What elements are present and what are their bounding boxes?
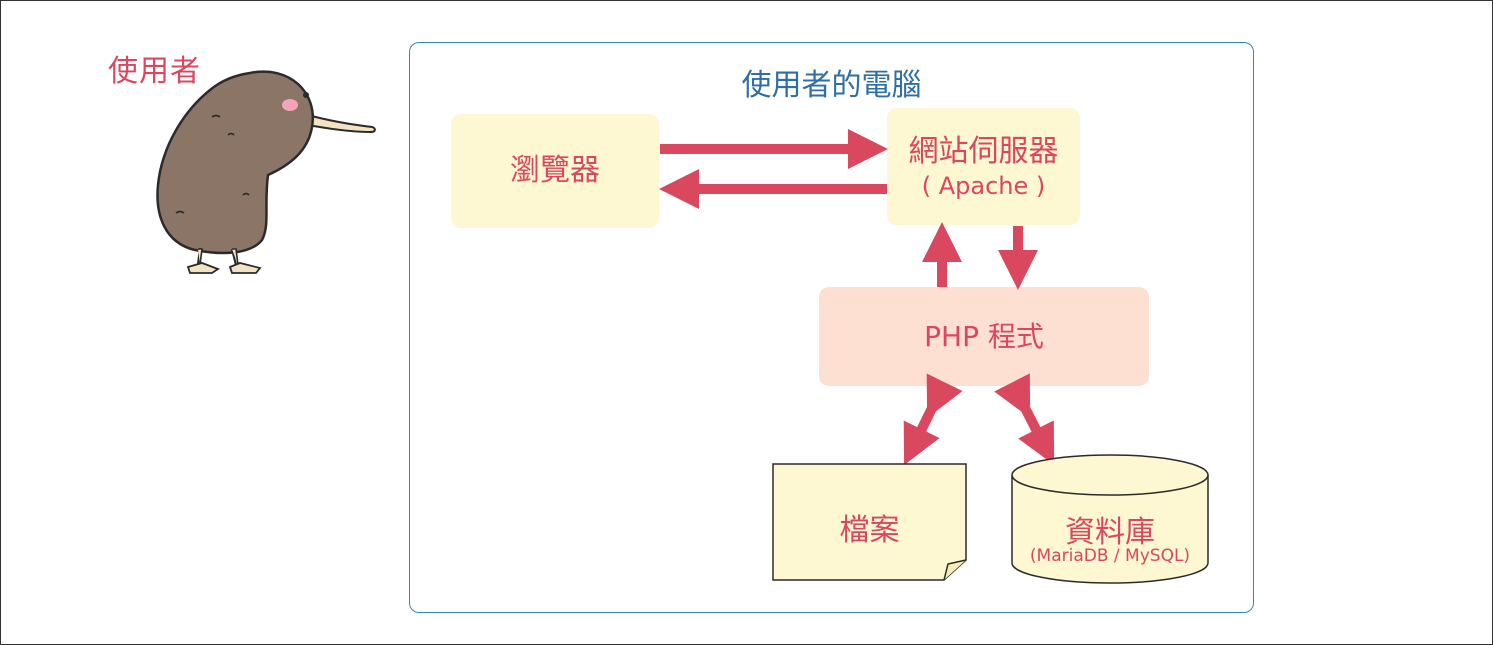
webserver-sub-label: ( Apache ) bbox=[921, 171, 1046, 200]
user-label: 使用者 bbox=[108, 54, 201, 89]
browser-label: 瀏覽器 bbox=[510, 153, 600, 188]
php-program-label: PHP 程式 bbox=[924, 319, 1044, 353]
database-label: 資料庫 bbox=[1065, 515, 1155, 550]
arrow-php-file bbox=[903, 373, 963, 466]
php-program-node: PHP 程式 bbox=[819, 287, 1149, 386]
database-top bbox=[1011, 454, 1209, 496]
computer-title: 使用者的電腦 bbox=[741, 68, 922, 103]
arrow-php-database bbox=[994, 373, 1055, 466]
database-sub-label: (MariaDB / MySQL) bbox=[1029, 546, 1191, 566]
kiwi-bird-illustration bbox=[156, 70, 376, 274]
user-computer-frame bbox=[409, 42, 1254, 613]
file-fold bbox=[943, 559, 967, 581]
webserver-node: 網站伺服器 ( Apache ) bbox=[887, 108, 1080, 225]
browser-node: 瀏覽器 bbox=[451, 114, 659, 228]
file-label: 檔案 bbox=[839, 513, 900, 548]
database-shape bbox=[1011, 475, 1209, 584]
webserver-label: 網站伺服器 bbox=[908, 133, 1059, 169]
